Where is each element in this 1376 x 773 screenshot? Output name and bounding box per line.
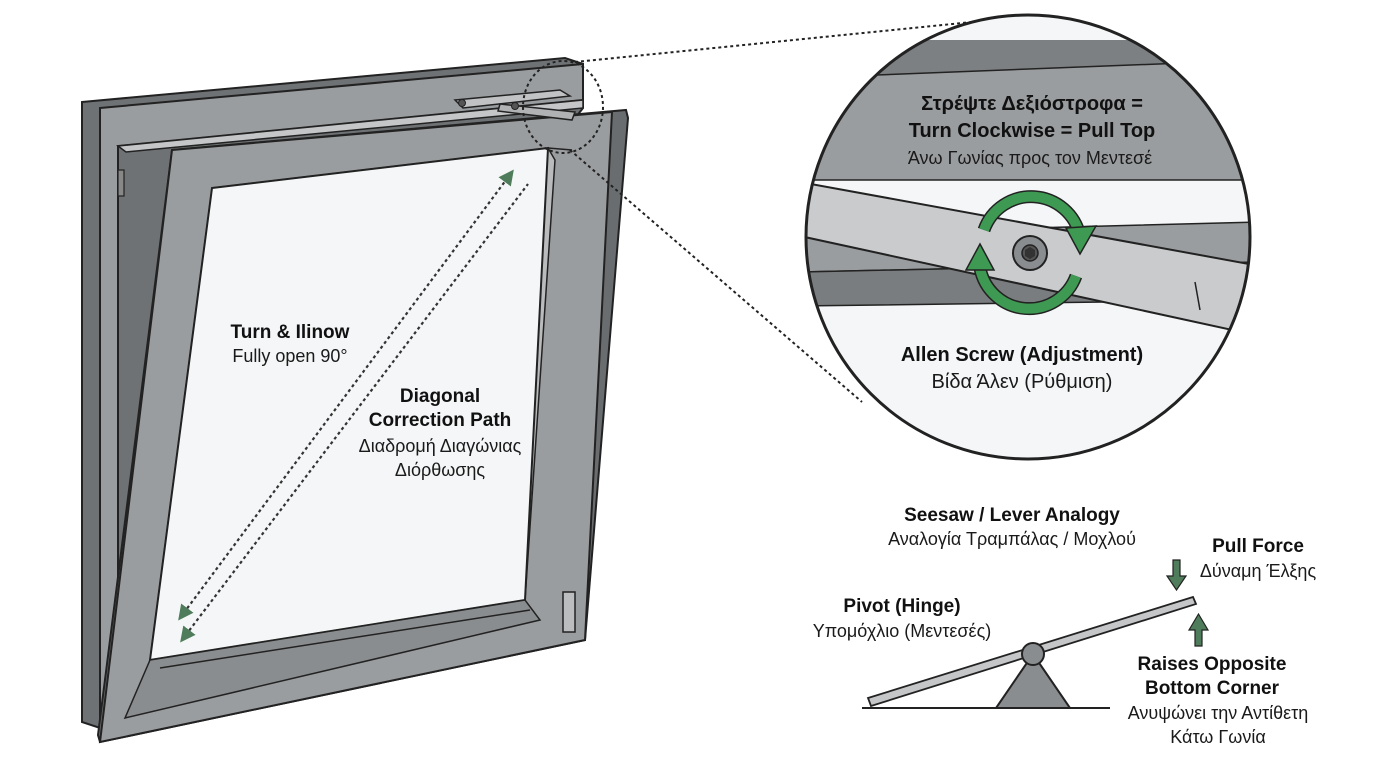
window-title: Turn & Ilinow [231, 322, 350, 343]
diagonal-greek-line2: Διόρθωσης [395, 460, 485, 480]
zoom-source-circle [522, 60, 604, 154]
window-subtitle: Fully open 90° [232, 346, 347, 366]
turn-instruction-line2: Turn Clockwise = Pull Top [909, 120, 1156, 142]
glass-pane [148, 146, 550, 662]
fulcrum [994, 652, 1072, 709]
hinge-bracket [562, 591, 576, 633]
zoom-detail: Στρέψτε Δεξιόστροφα = Turn Clockwise = P… [804, 13, 1252, 461]
seesaw-title-greek: Αναλογία Τραμπάλας / Μοχλού [888, 529, 1136, 549]
pivot-greek: Υπομόχλιο (Μεντεσές) [813, 621, 992, 641]
raise-greek-line1: Ανυψώνει την Αντίθετη [1128, 703, 1309, 723]
pivot-title: Pivot (Hinge) [843, 596, 960, 617]
turn-instruction-line1: Στρέψτε Δεξιόστροφα = [921, 93, 1143, 115]
pivot-point [1021, 642, 1045, 666]
frame-latch [117, 169, 125, 197]
pull-force-title: Pull Force [1212, 536, 1304, 557]
raise-title-line1: Raises Opposite [1138, 654, 1287, 675]
seesaw-title: Seesaw / Lever Analogy [904, 505, 1120, 526]
diagonal-title-line1: Diagonal [400, 386, 480, 407]
clockwise-rotation-icon [964, 190, 1098, 316]
raise-greek-line2: Κάτω Γωνία [1170, 727, 1265, 747]
diagonal-correction-arrows [178, 169, 529, 643]
seesaw-analogy: Seesaw / Lever Analogy Αναλογία Τραμπάλα… [813, 505, 1317, 747]
zoom-callout-lines [522, 17, 1013, 403]
turn-instruction-greek: Άνω Γωνίας προς τον Μεντεσέ [908, 148, 1152, 168]
stay-arm [453, 89, 577, 121]
allen-screw-title: Allen Screw (Adjustment) [901, 344, 1143, 366]
diagonal-title-line2: Correction Path [369, 410, 512, 431]
pull-force-greek: Δύναμη Έλξης [1200, 561, 1317, 581]
diagonal-greek-line1: Διαδρομή Διαγώνιας [359, 436, 522, 456]
pull-force-arrow-icon [1165, 559, 1188, 592]
raise-force-arrow-icon [1187, 612, 1210, 647]
window-sash [96, 108, 630, 744]
zoom-circle [804, 13, 1252, 461]
allen-screw-greek: Βίδα Άλεν (Ρύθμιση) [932, 371, 1113, 393]
raise-title-line2: Bottom Corner [1145, 678, 1280, 699]
